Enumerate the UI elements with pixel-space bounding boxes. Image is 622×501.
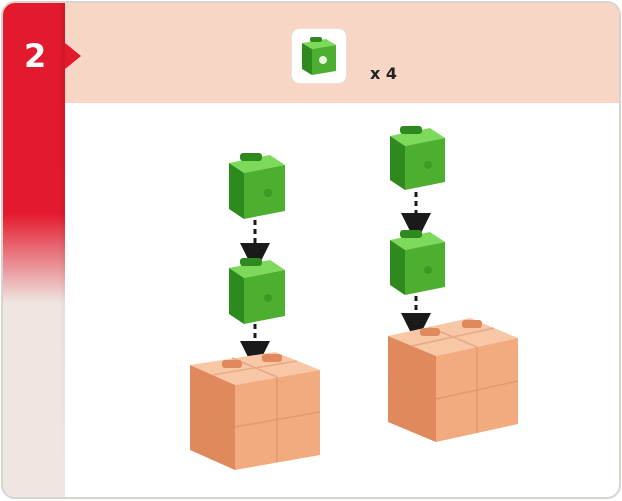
part-thumbnail <box>292 29 346 83</box>
orange-block-left <box>189 352 321 470</box>
green-cube-right-bottom <box>390 230 445 295</box>
green-cube-left-bottom <box>229 258 285 324</box>
step-sidebar <box>3 3 65 497</box>
step-pointer-icon <box>65 43 81 69</box>
orange-block-right <box>387 318 519 442</box>
green-cube-left-top <box>229 153 285 219</box>
quantity-label: x 4 <box>370 64 398 83</box>
green-cube-icon <box>302 37 336 75</box>
step-number: 2 <box>24 37 47 75</box>
green-cube-right-top <box>390 126 445 190</box>
